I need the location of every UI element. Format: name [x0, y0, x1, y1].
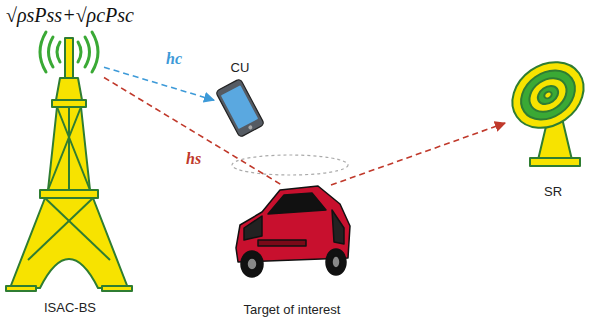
dish-symbol [500, 49, 597, 166]
channel-link [331, 123, 505, 185]
channel-label: hc [166, 50, 182, 68]
node-label: CU [231, 60, 250, 75]
user-phone: CU [214, 82, 266, 136]
channel-link [104, 67, 214, 100]
sensing-receiver: SR [505, 56, 597, 168]
target-car: Target of interest [232, 185, 352, 279]
sensing-area [232, 155, 348, 175]
car-symbol [236, 186, 350, 277]
channel-label: hs [186, 150, 201, 168]
node-label: SR [544, 184, 562, 199]
node-label: ISAC-BS [44, 300, 96, 315]
tower-symbol [6, 38, 132, 291]
channel-link [104, 78, 282, 186]
base-station: ISAC-BS [36, 30, 104, 82]
node-label: Target of interest [244, 302, 341, 317]
signal-formula: √ρsPss+√ρcPsc [6, 4, 134, 27]
phone-symbol [215, 78, 264, 137]
